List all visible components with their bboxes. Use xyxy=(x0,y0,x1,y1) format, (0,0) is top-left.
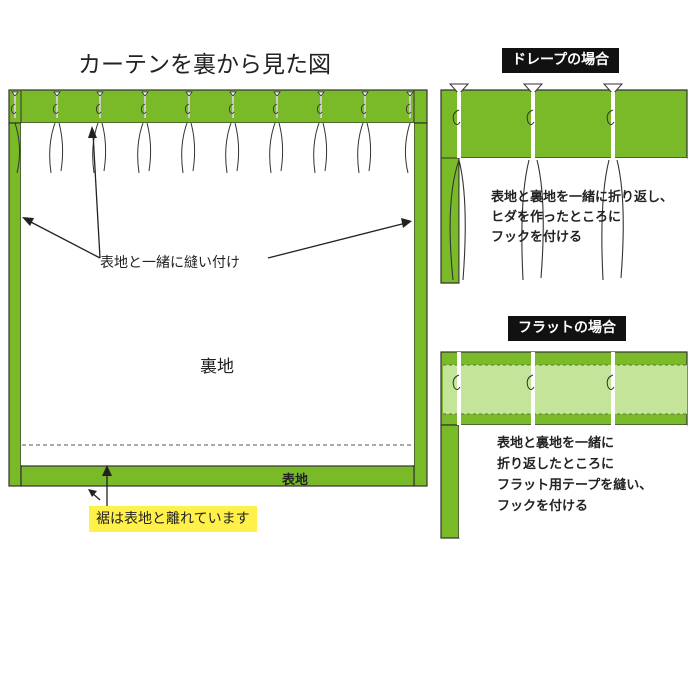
drape-panel xyxy=(440,83,688,284)
flat-note-line: フックを付ける xyxy=(497,499,589,514)
curtain-left-side xyxy=(8,122,22,487)
flat-note-line: 表地と裏地を一緒に xyxy=(497,436,615,451)
hook-icon xyxy=(184,91,193,118)
drape-note-line: 表地と裏地を一緒に折り返し、 xyxy=(491,190,674,205)
hook-icon xyxy=(140,91,149,118)
pleat-string xyxy=(449,159,466,281)
hook-icon xyxy=(526,352,535,425)
curtain-back-view xyxy=(8,89,428,487)
hook-icon xyxy=(606,352,615,425)
flat-panel xyxy=(440,351,688,539)
flat-note-line: 折り返したところに xyxy=(497,457,615,472)
curtain-header-band xyxy=(8,89,428,124)
drape-badge: ドレープの場合 xyxy=(502,48,620,73)
hook-icon xyxy=(522,83,544,158)
page-title: カーテンを裏から見た図 xyxy=(78,52,331,78)
sewn-together-label: 表地と一緒に縫い付け xyxy=(100,255,240,271)
annotation-arrows xyxy=(22,126,412,512)
face-fabric-strip xyxy=(20,465,415,487)
hook-icon xyxy=(405,91,414,118)
pleat-string xyxy=(14,122,21,174)
drape-note: 表地と裏地を一緒に折り返し、 ヒダを作ったところに フックを付ける xyxy=(491,188,673,248)
lining-area xyxy=(21,123,414,465)
drape-hook-group xyxy=(448,83,624,281)
pleat-string xyxy=(137,122,152,174)
drape-note-line: フックを付ける xyxy=(491,230,583,245)
hook-icon xyxy=(360,91,369,118)
hook-icon xyxy=(52,91,61,118)
hem-note: 裾は表地と離れています xyxy=(89,506,257,532)
hook-icon xyxy=(316,91,325,118)
hook-icon xyxy=(228,91,237,118)
pleat-string xyxy=(313,122,328,174)
pleat-string xyxy=(357,122,372,174)
drape-note-line: ヒダを作ったところに xyxy=(491,210,622,225)
pleat-string xyxy=(404,122,411,174)
hook-icon xyxy=(95,91,104,118)
lining-label: 裏地 xyxy=(200,357,234,377)
face-fabric-label: 表地 xyxy=(282,473,309,488)
flat-badge: フラットの場合 xyxy=(508,316,626,341)
pleat-string xyxy=(601,159,624,281)
pleat-string xyxy=(92,122,107,174)
pleat-string xyxy=(49,122,64,174)
pleat-string xyxy=(225,122,240,174)
pleat-string xyxy=(521,159,544,281)
hook-icon xyxy=(10,91,19,118)
flat-note-line: フラット用テープを縫い、 xyxy=(497,478,653,493)
curtain-right-side xyxy=(413,122,428,487)
hook-icon xyxy=(272,91,281,118)
flat-hook-group xyxy=(452,352,615,425)
hook-icon xyxy=(602,83,624,158)
hook-icon xyxy=(452,352,461,425)
pleat-string xyxy=(181,122,196,174)
flat-note: 表地と裏地を一緒に 折り返したところに フラット用テープを縫い、 フックを付ける xyxy=(497,433,652,517)
pleat-string xyxy=(269,122,284,174)
hook-icon xyxy=(448,83,470,158)
hook-group xyxy=(10,91,414,174)
